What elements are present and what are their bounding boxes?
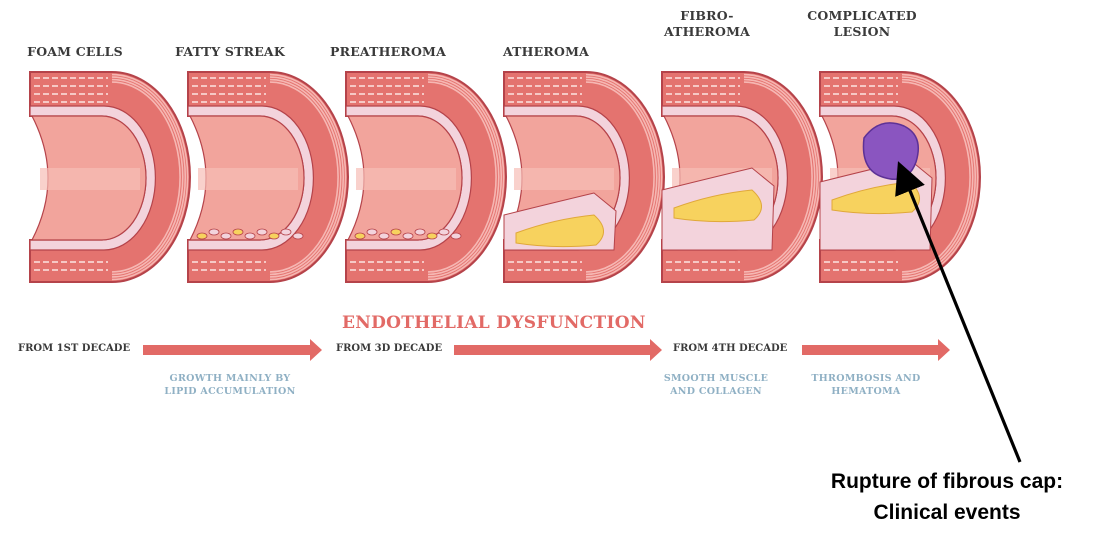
stage-title-atheroma: ATHEROMA <box>502 44 590 59</box>
stage-title-foam-cells: FOAM CELLS <box>27 44 123 59</box>
vessel-stage-4 <box>503 71 665 283</box>
callout-line-2: Clinical events <box>873 501 1021 524</box>
stage-title-preatheroma: PREATHEROMA <box>330 44 446 59</box>
rupture-callout: Rupture of fibrous cap: Clinical events <box>780 466 1104 528</box>
stage-title-fatty-streak: FATTY STREAK <box>175 44 285 59</box>
stage-title-complicated-lesion: COMPLICATED LESION <box>807 8 917 39</box>
vessel-stage-5 <box>661 71 823 283</box>
timeline-arrow-1 <box>143 339 322 361</box>
timeline-arrows <box>143 339 950 361</box>
timeline-arrow-2 <box>454 339 662 361</box>
note-smooth-muscle-collagen: SMOOTH MUSCLE AND COLLAGEN <box>663 373 769 397</box>
vessel-stages <box>29 71 981 283</box>
stage-title-fibroatheroma: FIBRO- ATHEROMA <box>663 8 751 39</box>
vessel-stage-2 <box>187 71 349 283</box>
vessel-stage-6 <box>819 71 981 283</box>
vessel-stage-3 <box>345 71 507 283</box>
timeline-arrow-3 <box>802 339 950 361</box>
vessel-stage-1 <box>29 71 191 283</box>
callout-line-1: Rupture of fibrous cap: <box>830 470 1064 493</box>
decade-label-4th: FROM 4TH DECADE <box>673 343 788 354</box>
thrombus-mark <box>862 122 919 180</box>
note-lipid-accumulation: GROWTH MAINLY BY LIPID ACCUMULATION <box>164 373 296 397</box>
note-thrombosis-hematoma: THROMBOSIS AND HEMATOMA <box>811 373 921 397</box>
decade-label-1st: FROM 1ST DECADE <box>18 343 131 354</box>
endothelial-dysfunction-label: ENDOTHELIAL DYSFUNCTION <box>342 313 646 333</box>
decade-label-3d: FROM 3D DECADE <box>336 343 443 354</box>
callout-arrow <box>895 161 1022 463</box>
